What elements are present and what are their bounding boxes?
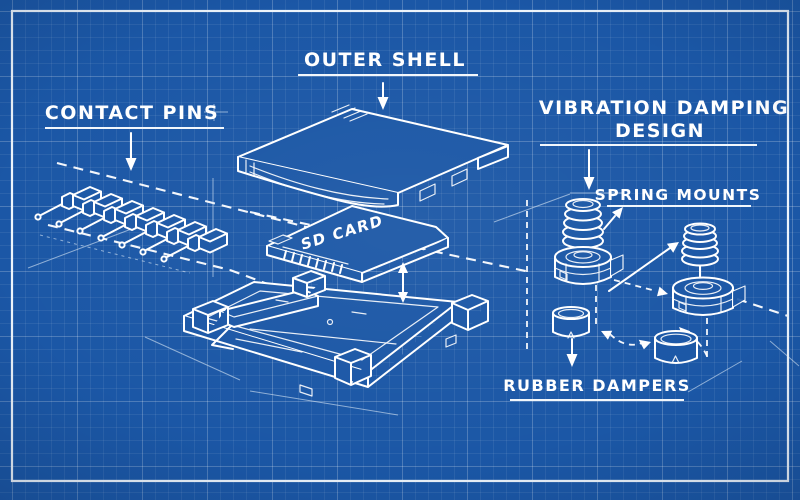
label-outer-shell: OUTER SHELL bbox=[298, 49, 478, 76]
contact-pins-text: CONTACT PINS bbox=[45, 102, 219, 124]
label-vibration-damping: VIBRATION DAMPING DESIGN bbox=[539, 97, 789, 146]
label-rubber-dampers: RUBBER DAMPERS bbox=[503, 376, 691, 401]
spring-mount-2-part bbox=[672, 222, 746, 316]
rubber-damper-2-part bbox=[654, 330, 698, 364]
label-spring-mounts: SPRING MOUNTS bbox=[595, 186, 762, 207]
outer-shell-text: OUTER SHELL bbox=[304, 49, 466, 71]
rubber-damper-1-part bbox=[552, 306, 590, 339]
spring-mounts-text: SPRING MOUNTS bbox=[595, 186, 762, 204]
rubber-dampers-text: RUBBER DAMPERS bbox=[503, 376, 691, 395]
base-housing-part bbox=[183, 270, 489, 397]
label-contact-pins: CONTACT PINS bbox=[45, 102, 224, 129]
outer-shell-part bbox=[237, 104, 509, 208]
sd-card-part: SD CARD bbox=[266, 205, 449, 283]
vibration-damping-text-line1: VIBRATION DAMPING bbox=[539, 97, 789, 119]
vibration-damping-text-line2: DESIGN bbox=[615, 120, 705, 142]
